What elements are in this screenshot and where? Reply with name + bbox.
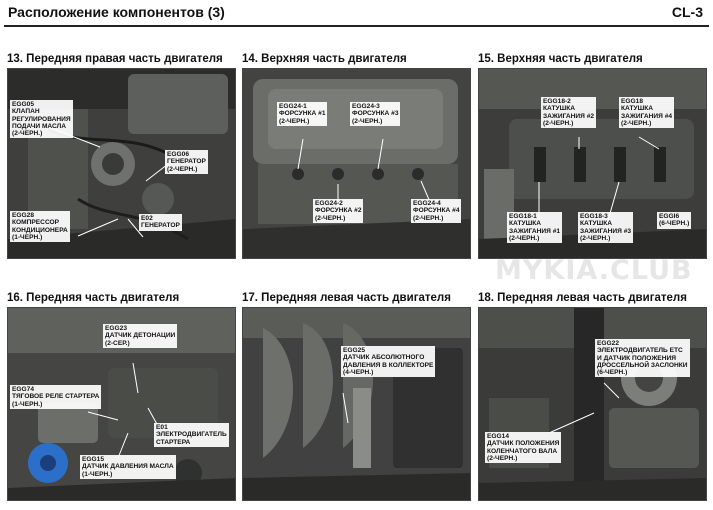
page-code: CL-3: [671, 4, 703, 20]
page-header: Расположение компонентов (3) CL-3: [0, 0, 713, 27]
callout-eggi6: EGGI6(6-ЧЕРН.): [657, 212, 692, 229]
panel-title: 15. Верхняя часть двигателя: [478, 53, 643, 65]
panel-title: 16. Передняя часть двигателя: [7, 292, 180, 304]
header-divider: [4, 25, 709, 27]
page-title: Расположение компонентов (3): [8, 4, 225, 20]
panel-title: 18. Передняя левая часть двигателя: [478, 292, 687, 304]
panel-title: 17. Передняя левая часть двигателя: [242, 292, 451, 304]
site-watermark: MYKIA.CLUB: [495, 255, 693, 286]
panel-title: 14. Верхняя часть двигателя: [242, 53, 407, 65]
panel-title: 13. Передняя правая часть двигателя: [7, 53, 223, 65]
